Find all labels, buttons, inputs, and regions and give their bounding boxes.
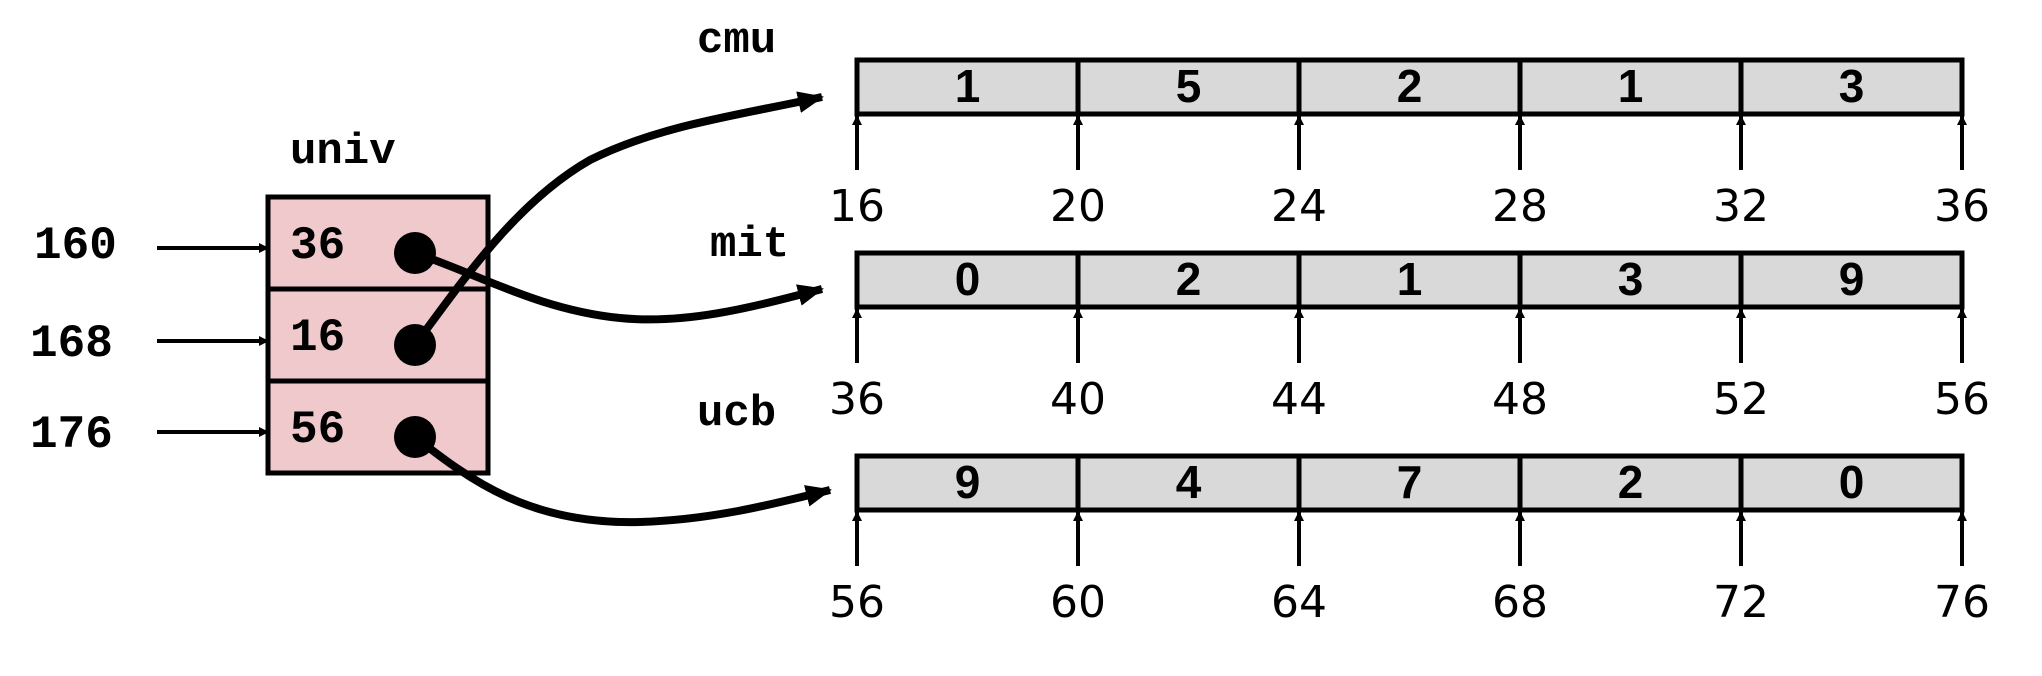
- array-cell-value: 2: [1176, 253, 1202, 305]
- univ-cell: [265, 194, 491, 292]
- pointer-dot: [394, 416, 436, 458]
- address-label: 52: [1713, 374, 1769, 425]
- address-label: 60: [1050, 577, 1106, 628]
- array-cell: [1738, 453, 1965, 513]
- address-label: 64: [1271, 577, 1327, 628]
- pointer-dot: [394, 232, 436, 274]
- univ-address-label: 160: [34, 220, 117, 272]
- address-label: 24: [1271, 181, 1327, 232]
- pointer-dot: [394, 324, 436, 366]
- array-cell: [1738, 57, 1965, 117]
- address-label: 36: [1934, 181, 1990, 232]
- univ-label: univ: [290, 127, 396, 177]
- address-label: 40: [1050, 374, 1106, 425]
- array-cell: [1075, 453, 1302, 513]
- address-label: 56: [829, 577, 885, 628]
- array-cell: [1296, 57, 1523, 117]
- array-cell: [1296, 453, 1523, 513]
- univ-cell-value: 56: [290, 404, 345, 456]
- pointer-link-arrow: [413, 249, 824, 324]
- univ-address-label: 168: [30, 318, 113, 370]
- array-cell-value: 1: [1618, 60, 1644, 112]
- array-cell-value: 0: [1839, 456, 1865, 508]
- address-label: 16: [829, 181, 885, 232]
- array-cell-value: 1: [1397, 253, 1423, 305]
- array-cell-value: 3: [1618, 253, 1644, 305]
- address-label: 32: [1713, 181, 1769, 232]
- array-cell-value: 1: [955, 60, 981, 112]
- array-cmu: 1 5 2 1 3 16 20 24 28 32 36: [829, 57, 1990, 232]
- array-cell-value: 5: [1176, 60, 1202, 112]
- array-name: mit: [710, 220, 789, 270]
- address-label: 72: [1713, 577, 1769, 628]
- array-cell-value: 4: [1176, 456, 1202, 508]
- array-cell: [1296, 250, 1523, 310]
- array-cell-value: 7: [1397, 456, 1423, 508]
- address-label: 44: [1271, 374, 1327, 425]
- array-cell-value: 9: [955, 456, 981, 508]
- array-name: cmu: [697, 16, 776, 66]
- array-cell: [854, 250, 1081, 310]
- array-cell-value: 9: [1839, 253, 1865, 305]
- univ-cell: [265, 378, 491, 476]
- univ-pointer-array: [265, 194, 491, 476]
- univ-cell-value: 16: [290, 312, 345, 364]
- array-mit: 0 2 1 3 9 36 40 44 48 52 56: [829, 250, 1990, 425]
- pointer-link-arrow: [411, 91, 824, 348]
- pointer-link-arrow: [412, 433, 832, 527]
- array-cell-value: 0: [955, 253, 981, 305]
- address-label: 56: [1934, 374, 1990, 425]
- array-cell: [854, 57, 1081, 117]
- array-cell: [1738, 250, 1965, 310]
- univ-address-label: 176: [30, 409, 113, 461]
- address-label: 76: [1934, 577, 1990, 628]
- address-label: 68: [1492, 577, 1548, 628]
- array-cell-value: 2: [1397, 60, 1423, 112]
- address-label: 48: [1492, 374, 1548, 425]
- address-label: 36: [829, 374, 885, 425]
- array-cell-value: 3: [1839, 60, 1865, 112]
- array-name: ucb: [697, 389, 776, 439]
- univ-cell: [265, 286, 491, 384]
- array-cell: [1075, 250, 1302, 310]
- address-label: 28: [1492, 181, 1548, 232]
- array-cell-value: 2: [1618, 456, 1644, 508]
- address-label: 20: [1050, 181, 1106, 232]
- univ-cell-value: 36: [290, 220, 345, 272]
- array-cell: [1075, 57, 1302, 117]
